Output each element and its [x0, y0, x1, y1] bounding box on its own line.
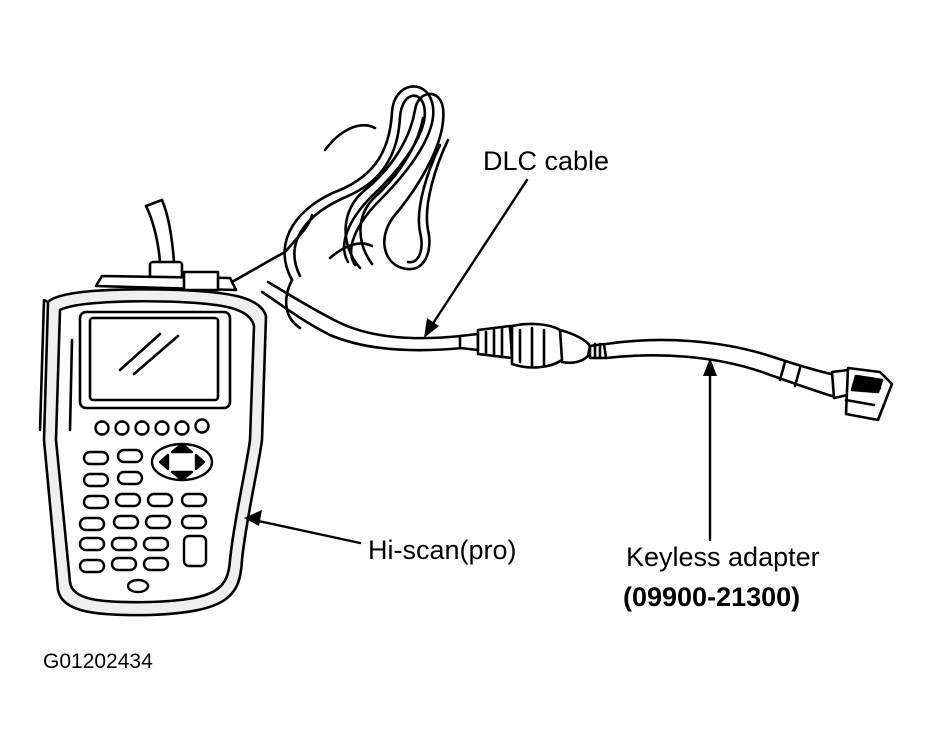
keypad	[78, 448, 208, 594]
function-keys	[94, 418, 210, 436]
hiscan-arrowhead	[244, 510, 262, 526]
keyless-arrowhead	[703, 358, 717, 376]
hi-scan-label: Hi-scan(pro)	[368, 535, 517, 565]
keyless-adapter-label: Keyless adapter	[626, 542, 820, 572]
part-number-label: (09900-21300)	[623, 582, 801, 612]
tool-top-cable	[144, 198, 184, 280]
keyless-adapter	[604, 338, 894, 422]
dlc-cable	[230, 213, 464, 352]
dlc-cable-label: DLC cable	[483, 146, 610, 176]
coiled-cable	[283, 85, 450, 282]
dlc-connector	[458, 322, 608, 369]
arrowheads	[244, 318, 717, 526]
direction-pad	[150, 442, 214, 482]
dlc-arrowhead	[424, 318, 439, 338]
figure-id: G01202434	[43, 650, 153, 673]
pointer-lines	[252, 178, 712, 545]
